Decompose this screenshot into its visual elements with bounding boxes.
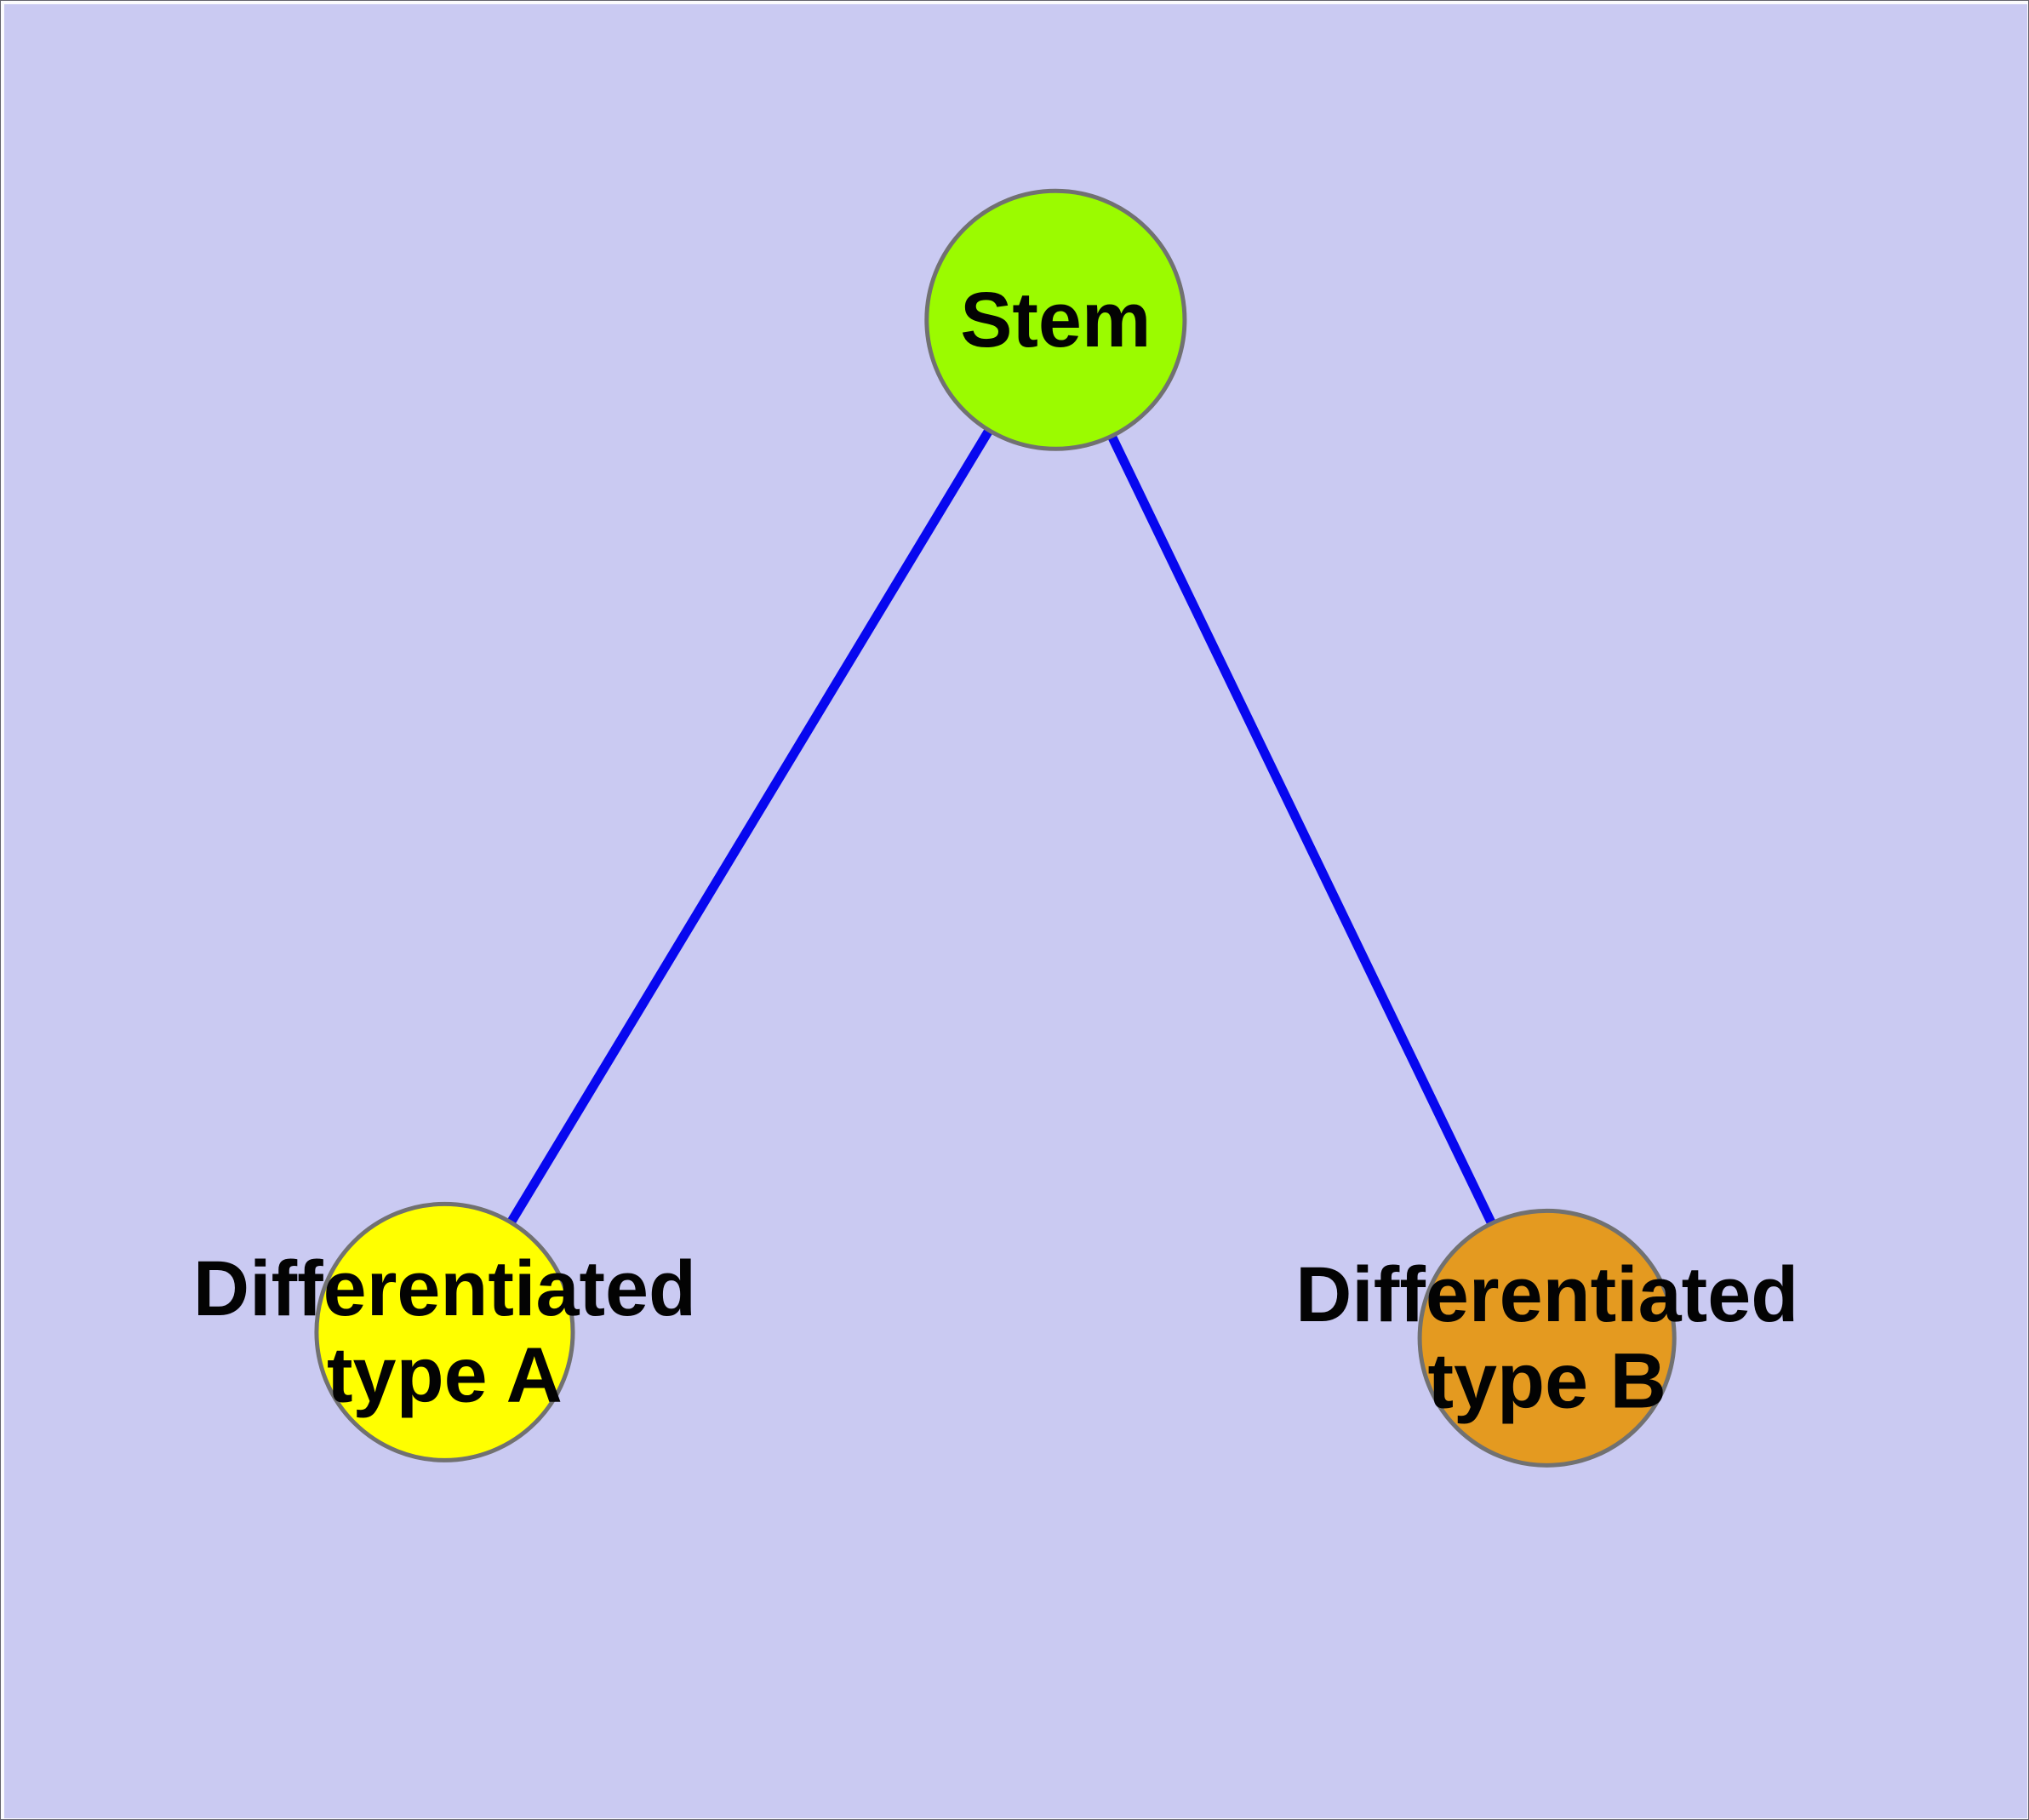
edge-stem-to-diff-a[interactable]: [440, 317, 1060, 1335]
node-label-line: Differentiated: [1295, 1251, 1798, 1338]
node-label-line: type A: [327, 1332, 563, 1419]
node-label-stem: Stem: [960, 277, 1151, 363]
node-stem[interactable]: [924, 188, 1187, 451]
node-label-line: Differentiated: [193, 1245, 696, 1332]
node-diff-b[interactable]: [1417, 1208, 1677, 1468]
edge-stem-to-diff-b[interactable]: [1051, 318, 1552, 1341]
node-label-line: Stem: [960, 277, 1151, 363]
node-diff-a[interactable]: [314, 1201, 575, 1462]
node-label-line: type B: [1428, 1338, 1666, 1425]
